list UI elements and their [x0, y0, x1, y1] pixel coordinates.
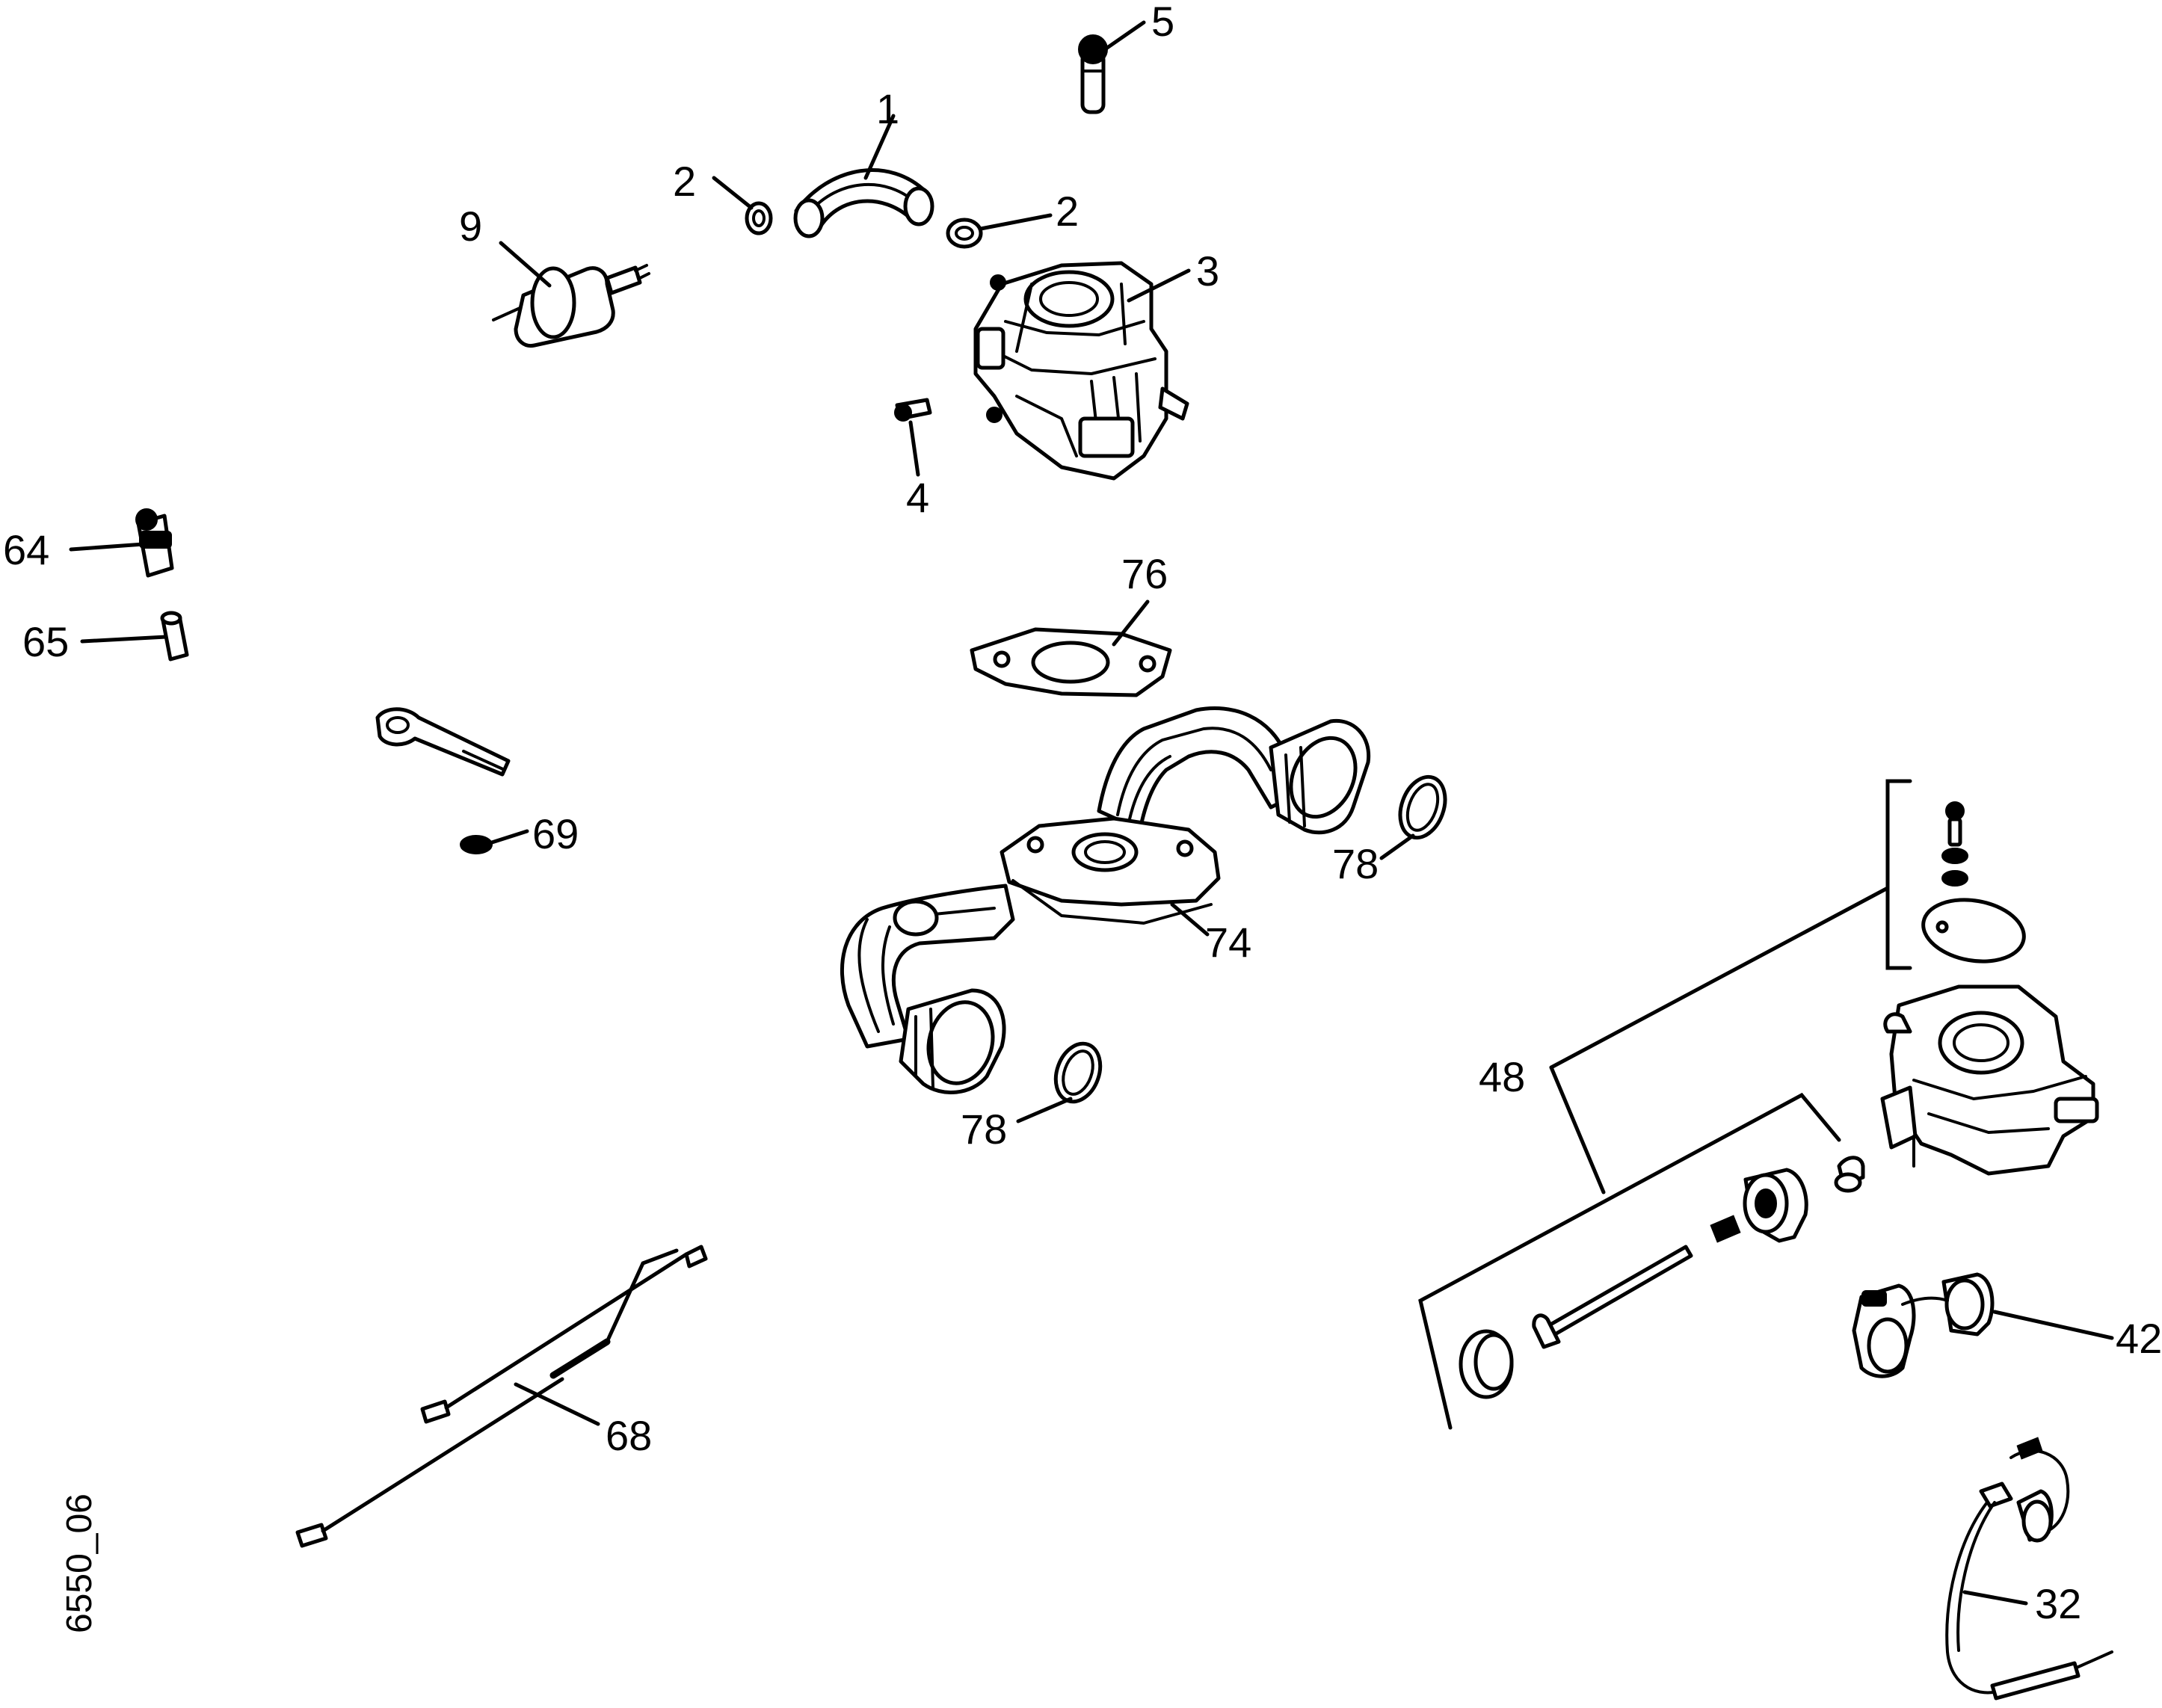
- leader-48-top: [1549, 886, 1890, 1070]
- part-78-o-ring-lower: [1053, 1041, 1103, 1104]
- part-65-pin: [160, 611, 189, 662]
- part-9-fuel-filter: [492, 264, 650, 348]
- callout-1: 1: [876, 85, 899, 132]
- leader-69: [490, 829, 529, 845]
- leader-74: [1170, 902, 1210, 937]
- callout-2-right: 2: [1056, 188, 1079, 235]
- leader-48: [1549, 1065, 1606, 1194]
- callout-68: 68: [606, 1412, 652, 1459]
- leader-76: [1112, 599, 1150, 647]
- lever-part: [375, 707, 511, 777]
- leader-42: [1992, 1310, 2114, 1340]
- leader-9: [499, 241, 552, 288]
- part-1-curved-hose: [793, 168, 934, 238]
- part-68-cable-assembly: [295, 1245, 708, 1548]
- callout-2-left: 2: [673, 158, 696, 205]
- part-3-carburetor: [973, 261, 1189, 481]
- callout-9: 9: [459, 203, 482, 250]
- part-78-o-ring-upper: [1398, 774, 1447, 840]
- callout-69: 69: [532, 810, 579, 857]
- callout-74: 74: [1205, 919, 1251, 966]
- callout-65: 65: [22, 618, 69, 665]
- leader-68: [514, 1382, 600, 1426]
- part-5-bolt: [1078, 34, 1108, 114]
- callout-78-lower: 78: [961, 1106, 1007, 1153]
- part-2-clamp-right: [946, 218, 983, 249]
- callout-32: 32: [2035, 1580, 2081, 1627]
- callout-42: 42: [2116, 1315, 2162, 1362]
- leader-64: [69, 542, 146, 552]
- leader-3: [1127, 268, 1191, 303]
- callout-64: 64: [3, 526, 49, 573]
- callout-5: 5: [1151, 0, 1174, 45]
- part-74-intake-manifold: [840, 706, 1371, 1094]
- part-76-gasket: [970, 627, 1172, 697]
- leader-78-lower: [1016, 1097, 1073, 1123]
- part-64-sensor: [135, 508, 174, 578]
- part-4-screw: [894, 398, 932, 422]
- leader-1: [863, 114, 896, 180]
- leader-2-left: [712, 176, 754, 210]
- callout-76: 76: [1121, 550, 1168, 597]
- leader-4: [908, 420, 920, 477]
- leader-2-right: [979, 213, 1053, 231]
- callout-48: 48: [1479, 1053, 1525, 1100]
- callout-4: 4: [906, 474, 929, 521]
- callout-labels: 1 2 2 3 4 5 9 64 65 69 76 74 78 78 68 48…: [3, 0, 2162, 1627]
- leader-65: [80, 635, 168, 644]
- part-2-clamp-left: [745, 201, 773, 235]
- part-48-carburetor-kit: [1418, 779, 2099, 1430]
- part-69-plug: [460, 835, 493, 854]
- part-32-cable: [1945, 1437, 2113, 1701]
- leader-32: [1962, 1590, 2028, 1606]
- drawing-code: 6550_06: [60, 1493, 99, 1633]
- leader-78-upper: [1379, 833, 1415, 860]
- callout-3: 3: [1196, 247, 1219, 295]
- part-42-switch: [1852, 1272, 1995, 1378]
- leader-5: [1103, 20, 1146, 52]
- callout-78-upper: 78: [1332, 840, 1379, 887]
- leader-lines: [69, 20, 2114, 1606]
